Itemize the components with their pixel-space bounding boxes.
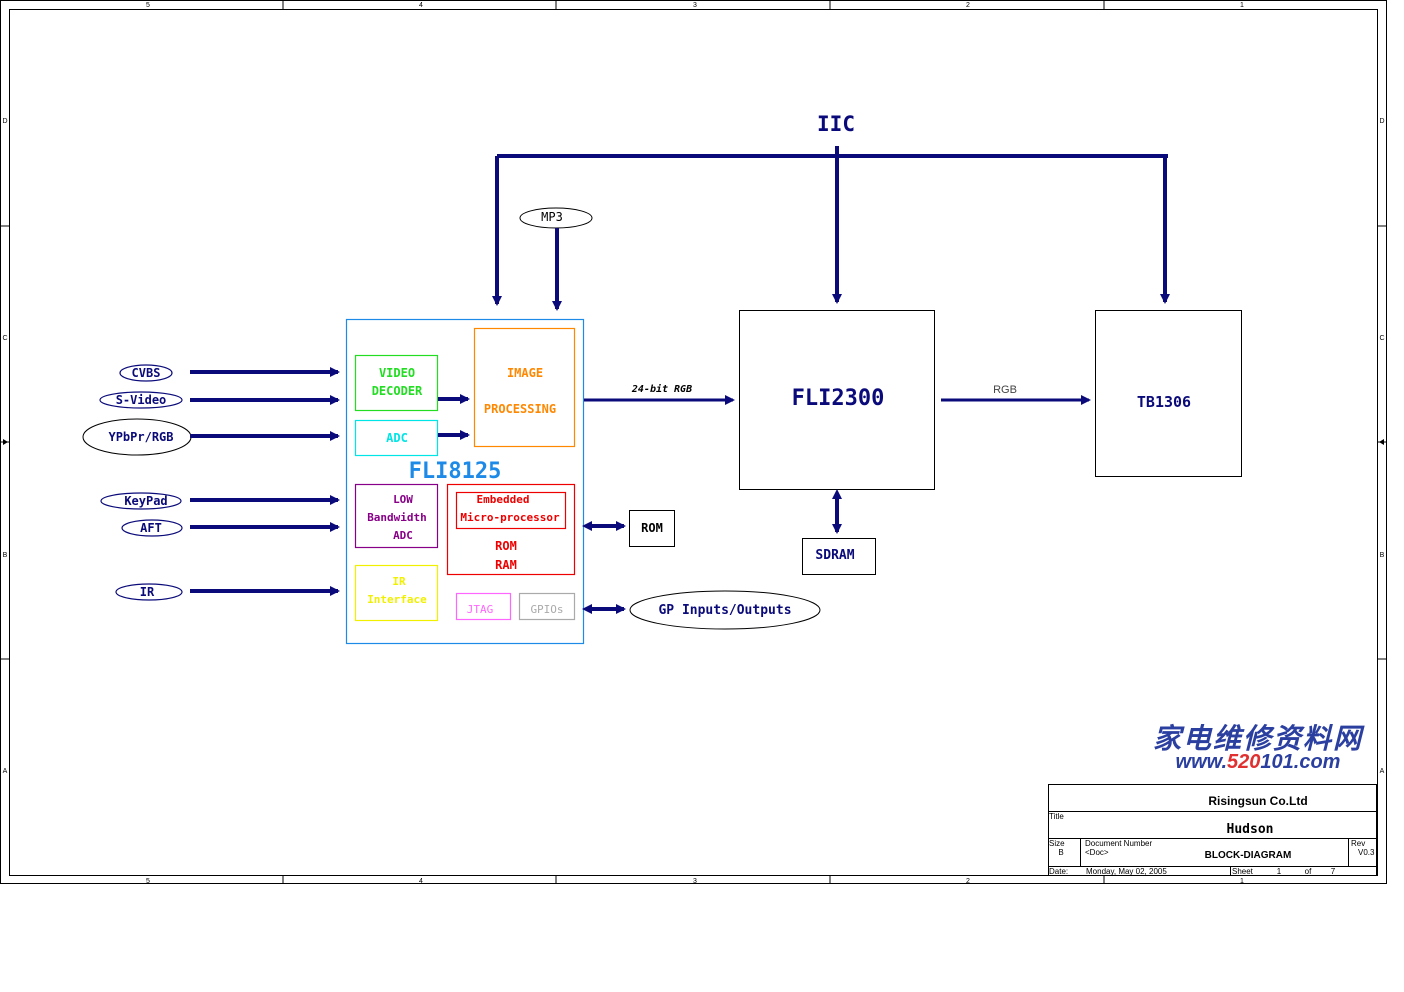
zone-bottom-5: 5: [146, 878, 150, 885]
company-name: Risingsun Co.Ltd: [1208, 794, 1307, 808]
rgb24-label: 24-bit RGB: [631, 383, 692, 395]
sdram-label: SDRAM: [815, 548, 854, 563]
video-decoder-line2: DECODER: [372, 384, 423, 398]
fli2300-label: FLI2300: [792, 386, 885, 411]
size-caption: Size: [1049, 839, 1065, 848]
watermark-chinese: 家电维修资料网: [1153, 722, 1365, 755]
title-caption: Title: [1049, 812, 1064, 821]
ypbpr-label: YPbPr/RGB: [108, 430, 173, 444]
video-decoder-line1: VIDEO: [379, 366, 415, 380]
sheet-caption: Sheet: [1232, 867, 1254, 876]
watermark-url-www: www.: [1176, 751, 1227, 773]
gpios-label: GPIOs: [530, 603, 563, 616]
zone-bottom-4: 4: [419, 878, 423, 885]
low-bandwidth-adc-block: [354, 483, 439, 549]
adc-block: [354, 419, 439, 457]
zone-left-d: D: [2, 118, 7, 125]
aft-label: AFT: [140, 521, 162, 535]
iic-bus-label: IIC: [817, 112, 855, 136]
drawing-frame: [0, 0, 1387, 884]
of-value: 7: [1331, 867, 1336, 876]
input-ports: CVBS S-Video YPbPr/RGB KeyPad AFT IR: [82, 364, 192, 601]
tb1306-label: TB1306: [1137, 393, 1191, 411]
zone-left-a: A: [3, 768, 8, 775]
cvbs-label: CVBS: [132, 366, 161, 380]
embedded-line2: Micro-processor: [460, 511, 560, 524]
low-bw-line3: ADC: [393, 529, 413, 542]
docnum-value: <Doc>: [1085, 848, 1109, 857]
zone-top-1: 1: [1240, 2, 1244, 9]
low-bw-line1: LOW: [393, 493, 413, 506]
rgb-label: RGB: [993, 384, 1017, 396]
rev-value: V0.3: [1358, 848, 1375, 857]
zone-top-2: 2: [966, 2, 970, 9]
watermark-url-520: 520: [1227, 751, 1260, 773]
watermark-url: www.520101.com: [1176, 751, 1341, 773]
doc-title: BLOCK-DIAGRAM: [1205, 850, 1292, 861]
rom-ram-line2: RAM: [495, 558, 517, 572]
image-processing-block: [473, 327, 576, 448]
gp-io-ellipse: [629, 590, 821, 630]
date-value: Monday, May 02, 2005: [1086, 867, 1167, 876]
rom-ram-line1: ROM: [495, 539, 517, 553]
jtag-label: JTAG: [467, 603, 494, 616]
ir-interface-line2: Interface: [367, 593, 427, 606]
sdram-block: [802, 538, 876, 575]
rev-caption: Rev: [1351, 839, 1365, 848]
zone-top-4: 4: [419, 2, 423, 9]
input-arrows: [190, 367, 340, 596]
zone-right-a: A: [1380, 768, 1385, 775]
micro-block: [446, 483, 576, 576]
ir-interface-block: [354, 564, 439, 622]
cvbs-port: [119, 364, 173, 382]
image-processing-line2: PROCESSING: [484, 402, 556, 416]
of-caption: of: [1305, 867, 1312, 876]
zone-left-c: C: [2, 335, 7, 342]
jtag-block: [455, 592, 512, 621]
svideo-label: S-Video: [116, 393, 167, 407]
embedded-line1: Embedded: [477, 493, 530, 506]
keypad-label: KeyPad: [124, 494, 167, 508]
rom-label: ROM: [641, 521, 663, 535]
video-decoder-block: [354, 354, 439, 412]
low-bw-line2: Bandwidth: [367, 511, 427, 524]
tb1306-block: [1095, 310, 1242, 477]
zone-left-b: B: [3, 552, 8, 559]
fli2300-block: [739, 310, 935, 490]
zone-bottom-3: 3: [693, 878, 697, 885]
date-caption: Date:: [1049, 867, 1068, 876]
keypad-port: [100, 492, 182, 510]
watermark-url-com: .com: [1294, 751, 1341, 773]
title-block: [1048, 784, 1377, 876]
gpios-block: [518, 592, 576, 621]
embedded-micro-block: [455, 491, 567, 530]
ir-port: [115, 583, 183, 601]
image-processing-line1: IMAGE: [507, 366, 543, 380]
rom-block: [629, 510, 675, 547]
zone-right-d: D: [1379, 118, 1384, 125]
zone-bottom-2: 2: [966, 878, 970, 885]
docnum-caption: Document Number: [1085, 839, 1152, 848]
mp3-label: MP3: [541, 210, 563, 224]
watermark-url-101: 101: [1260, 751, 1293, 773]
internal-arrows: [438, 394, 470, 440]
zone-right-b: B: [1380, 552, 1385, 559]
zone-right-c: C: [1379, 335, 1384, 342]
project-title: Hudson: [1227, 822, 1274, 837]
size-value: B: [1058, 848, 1063, 857]
sheet-value: 1: [1277, 867, 1282, 876]
adc-label: ADC: [386, 431, 408, 445]
svideo-port: [99, 391, 183, 409]
zone-top-5: 5: [146, 2, 150, 9]
zone-bottom-1: 1: [1240, 878, 1244, 885]
gp-io-label: GP Inputs/Outputs: [658, 603, 791, 618]
fli8125-label: FLI8125: [409, 459, 502, 484]
ir-interface-line1: IR: [392, 575, 406, 588]
zone-top-3: 3: [693, 2, 697, 9]
aft-port: [121, 519, 183, 537]
iic-bus: [492, 146, 1170, 306]
ir-label: IR: [140, 585, 155, 599]
fli8125-block: [345, 318, 585, 645]
